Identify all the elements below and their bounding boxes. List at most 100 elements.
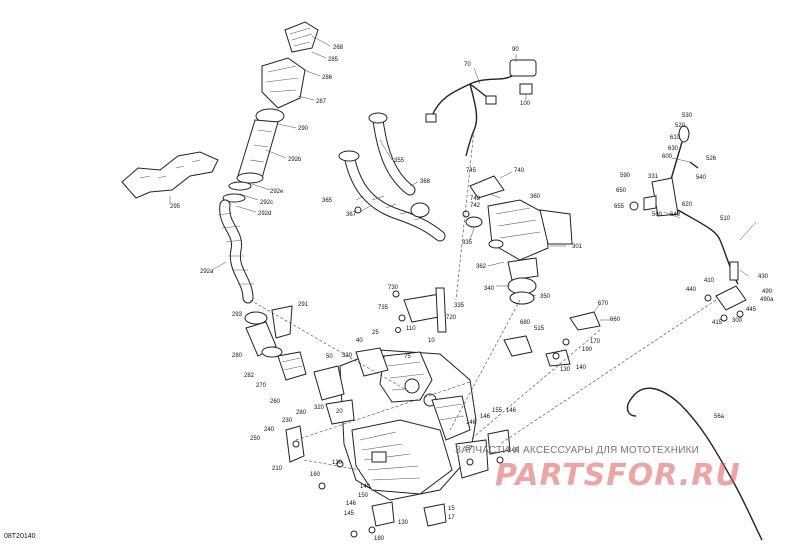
long-cable-end	[626, 403, 637, 417]
callout: 368	[420, 179, 431, 185]
callout: 40	[356, 338, 363, 344]
callout: 180	[374, 536, 385, 542]
callout: 415	[712, 320, 723, 326]
fasteners	[292, 206, 570, 538]
callout: 90	[512, 47, 519, 53]
callout: 75	[404, 354, 411, 360]
callout: 560	[652, 212, 663, 218]
callout: 350	[540, 294, 551, 300]
callout: 146	[506, 408, 517, 414]
callout: 285	[328, 57, 339, 63]
callout: 292b	[288, 157, 302, 163]
intake-bend-hoses	[338, 112, 446, 242]
callout: 743	[470, 196, 481, 202]
callout: 655	[614, 204, 625, 210]
throttle-body-parts	[465, 175, 573, 305]
callout: 680	[520, 320, 531, 326]
wiring-harness	[425, 59, 537, 157]
callout: 335	[454, 303, 465, 309]
callout: 287	[316, 99, 327, 105]
callout: 600	[662, 154, 673, 160]
callout: 630	[668, 146, 679, 152]
callout: 145	[508, 448, 519, 454]
callout: 56a	[714, 414, 725, 420]
callout: 290	[298, 126, 309, 132]
callout: 240	[264, 427, 275, 433]
callout: 190	[582, 347, 593, 353]
callout: 280	[296, 410, 307, 416]
callout: 270	[256, 383, 267, 389]
callout: 57	[466, 446, 473, 452]
callout: 291	[298, 302, 309, 308]
callout: 510	[720, 216, 731, 222]
callout: 170	[590, 339, 601, 345]
callout: 410	[704, 278, 715, 284]
callout: 540	[696, 175, 707, 181]
callout: 520	[675, 123, 686, 129]
callout: 590	[620, 173, 631, 179]
callout: 130	[332, 460, 343, 466]
callout: 660	[610, 317, 621, 323]
callout: 286	[322, 75, 333, 81]
callout: 70	[464, 62, 471, 68]
callout: 330	[342, 353, 353, 359]
callout: 360	[530, 194, 541, 200]
callout: 670	[598, 301, 609, 307]
engine-brackets	[285, 287, 601, 527]
air-intake-assembly	[217, 21, 319, 304]
callout: 230	[282, 418, 293, 424]
callout: 50	[326, 354, 333, 360]
callout: 280	[232, 353, 243, 359]
callout: 140	[360, 484, 371, 490]
callout: 610	[670, 135, 681, 141]
callout: 100	[520, 101, 531, 107]
callout: 293	[232, 312, 243, 318]
callout: 140	[576, 365, 587, 371]
engine-assembly	[313, 347, 489, 501]
callout: 250	[250, 436, 261, 442]
callout: 10	[428, 338, 435, 344]
callout: 160	[310, 472, 321, 478]
callout: 440	[686, 287, 697, 293]
callout: 292c	[260, 200, 273, 206]
callout: 145	[344, 511, 355, 517]
callout: 130	[560, 367, 571, 373]
long-cable	[627, 387, 763, 541]
callout: 110	[406, 326, 416, 332]
callout: 490	[762, 289, 773, 295]
callout: 282	[244, 373, 255, 379]
callout: 365	[322, 198, 333, 204]
callout: 210	[272, 466, 283, 472]
callout: 340	[484, 286, 495, 292]
callout: 490a	[760, 297, 774, 303]
callout: 130	[398, 520, 409, 526]
callout: 362	[476, 264, 487, 270]
callout: 17	[448, 515, 455, 521]
leader-lines	[169, 35, 757, 321]
callout: 745	[466, 168, 477, 174]
callout: 25	[372, 330, 379, 336]
callout: 155	[492, 408, 503, 414]
callout: 430	[758, 274, 769, 280]
callout: 515	[534, 326, 545, 332]
callout: 146	[346, 501, 357, 507]
callout: 650	[616, 188, 627, 194]
callout: 15	[448, 506, 455, 512]
callout: 526	[706, 156, 717, 162]
callout: 367	[346, 212, 357, 218]
callout: 640	[670, 212, 681, 218]
callout: 331	[648, 174, 659, 180]
callout: 355	[394, 158, 405, 164]
callout: 320	[314, 405, 325, 411]
callout-labels: 268 285 286 287 290 292b 292e 292c 292d …	[170, 45, 774, 542]
callout: 335	[462, 240, 473, 246]
lower-duct-parts	[244, 305, 307, 381]
watermark-tagline: ЗАПЧАСТИ И АКСЕССУАРЫ ДЛЯ МОТОТЕХНИКИ	[455, 445, 700, 456]
callout: 146	[466, 420, 477, 426]
callout: 735	[378, 305, 389, 311]
callout: 150	[358, 493, 369, 499]
callout: 20	[336, 409, 343, 415]
watermark-logo: PARTSFOR.RU	[495, 458, 741, 493]
callout: 445	[746, 307, 757, 313]
callout: 620	[682, 202, 693, 208]
